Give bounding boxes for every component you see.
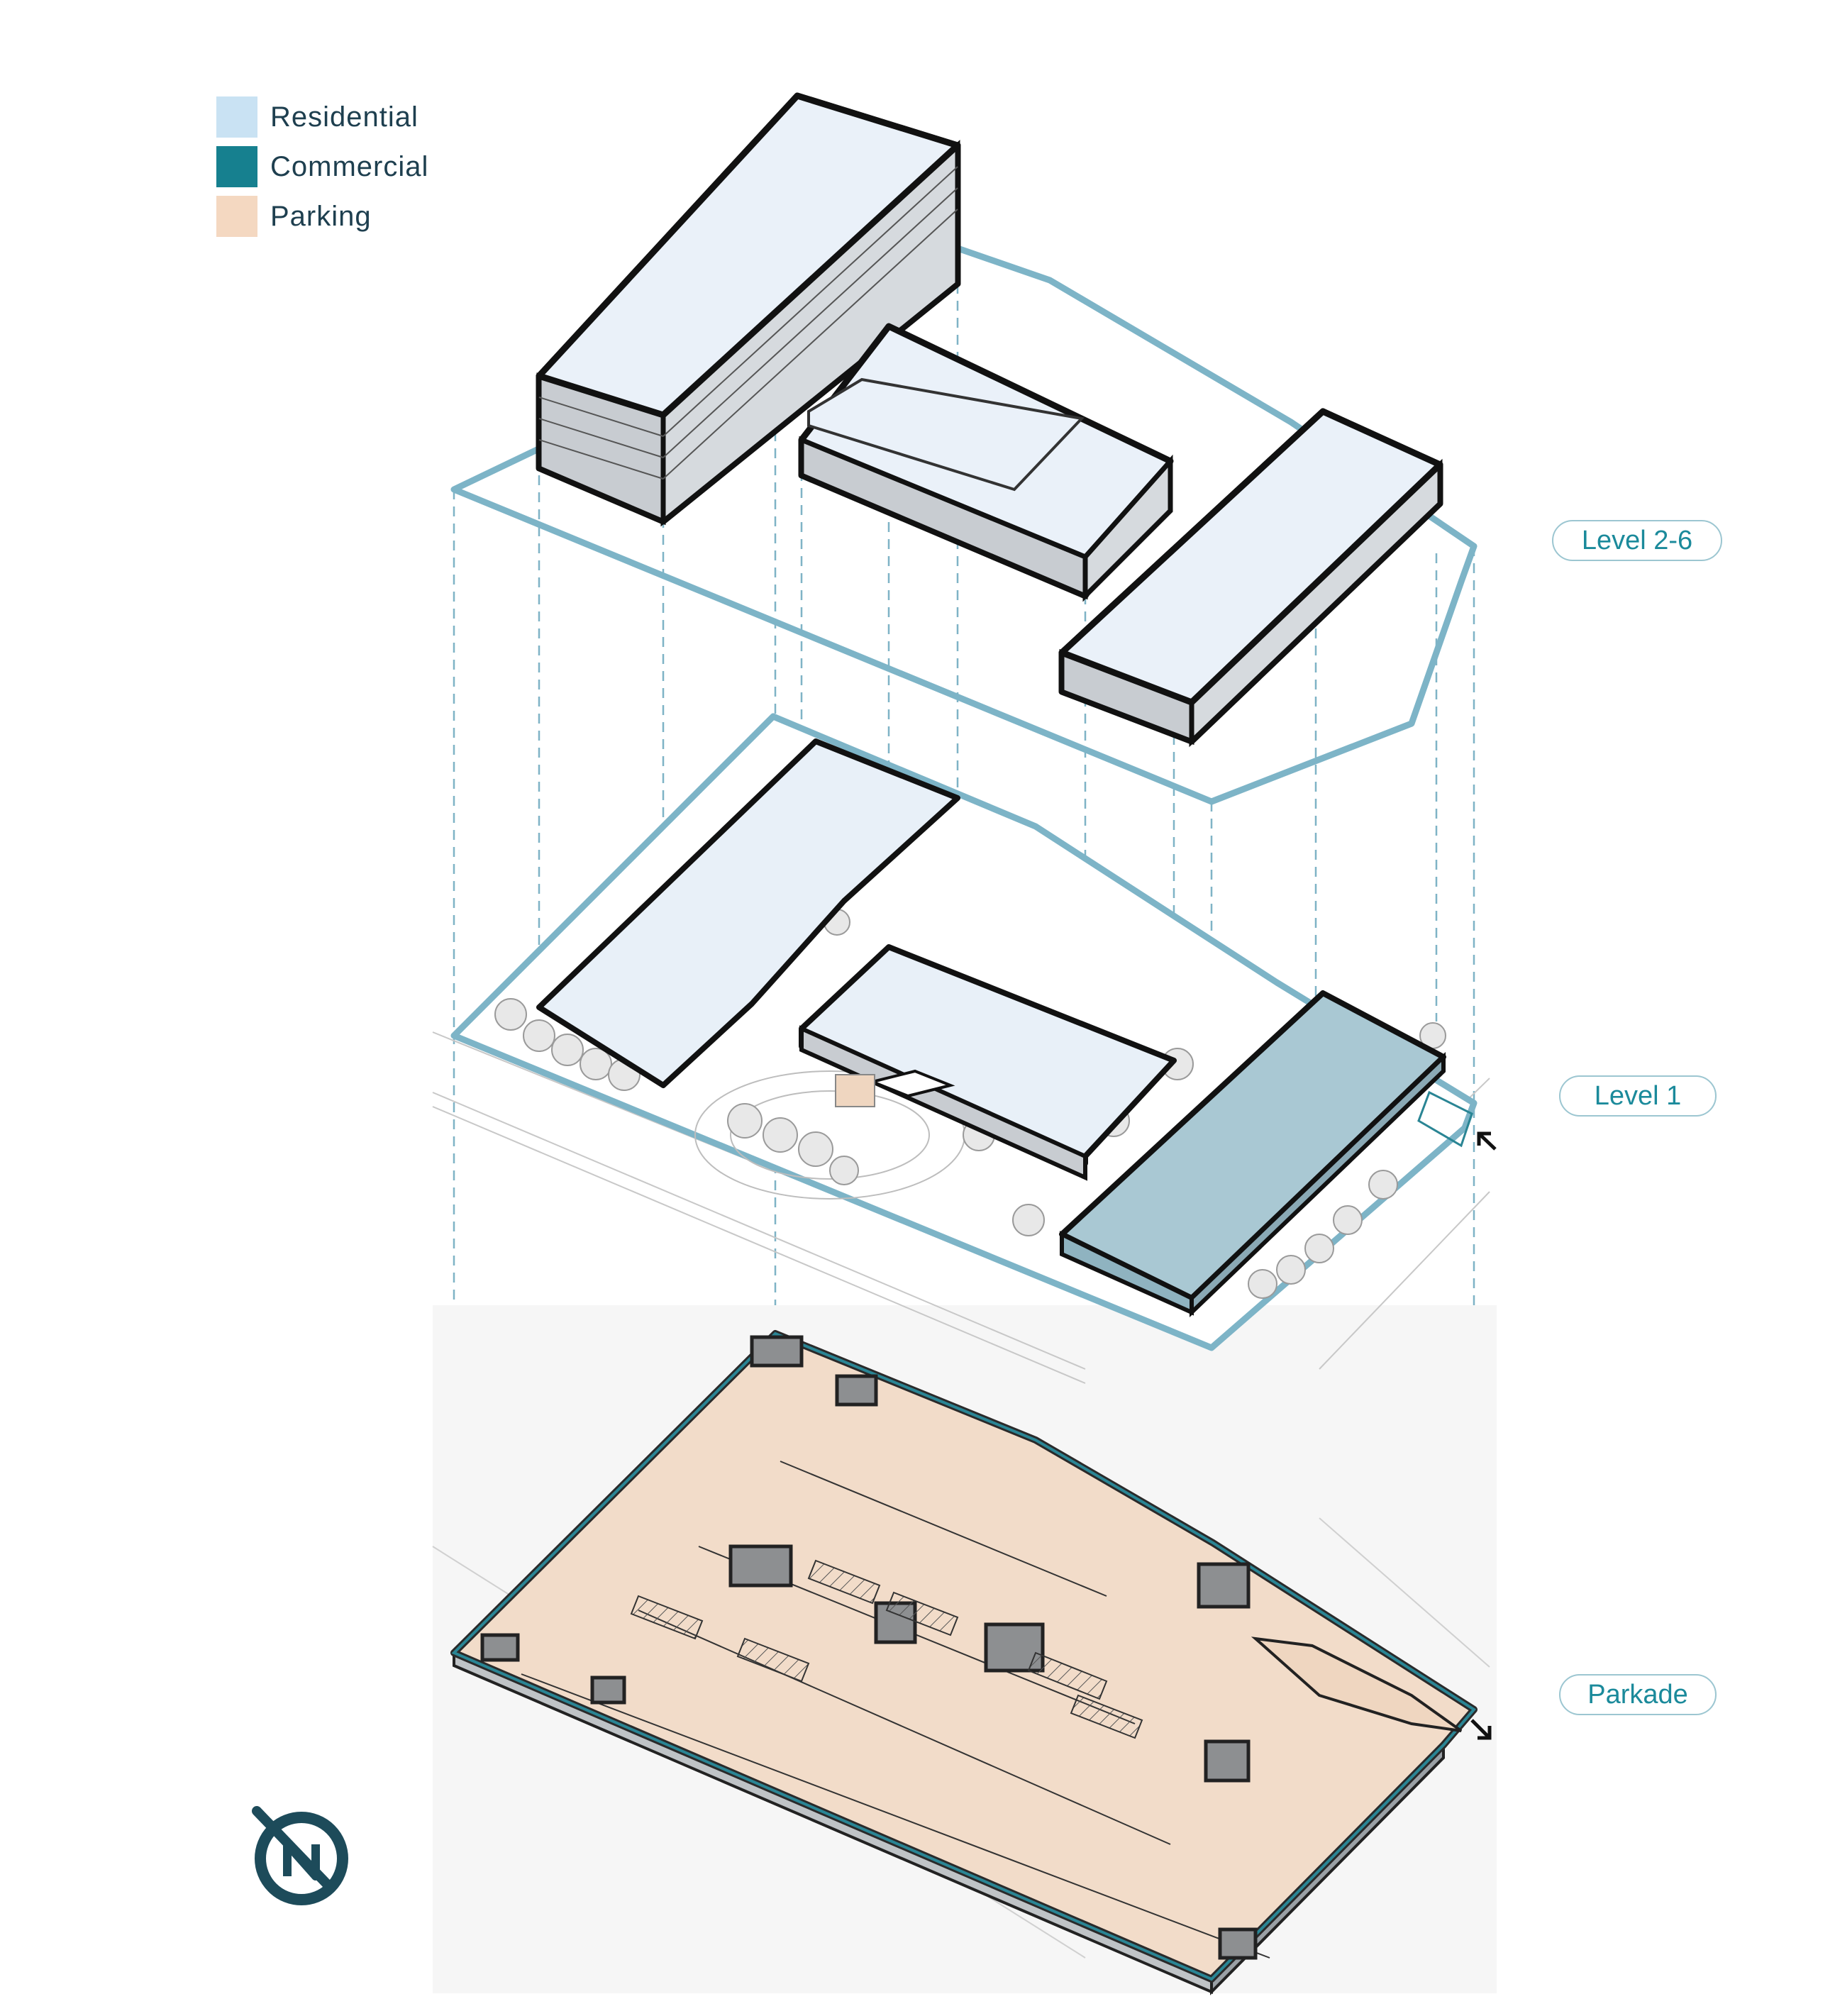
level-label-parkade: Parkade (1559, 1674, 1717, 1715)
legend-swatch-commercial (216, 146, 257, 187)
legend-item-parking: Parking (216, 196, 428, 237)
upper-site-boundary (450, 245, 1478, 805)
legend-label: Parking (270, 200, 372, 232)
level-label-ground: Level 1 (1559, 1075, 1717, 1117)
entry-canopy (867, 1069, 955, 1098)
ground-level (432, 713, 1497, 1384)
entry-arrow-icon (1477, 1131, 1497, 1151)
legend-swatch-residential (216, 96, 257, 138)
parkade-ramp (1251, 1636, 1463, 1732)
legend: Residential Commercial Parking (216, 96, 428, 245)
north-arrow-icon (252, 1806, 348, 1905)
legend-item-residential: Residential (216, 96, 428, 138)
exit-arrow-icon (1470, 1719, 1492, 1740)
legend-label: Residential (270, 101, 418, 133)
parkade-cores (480, 1335, 1258, 1960)
legend-item-commercial: Commercial (216, 146, 428, 187)
level-label-upper: Level 2-6 (1552, 520, 1722, 561)
level1-residential-block (536, 738, 960, 1088)
legend-swatch-parking (216, 196, 257, 237)
upper-levels (450, 92, 1478, 805)
legend-label: Commercial (270, 150, 429, 182)
parkade-level (432, 1305, 1497, 1995)
